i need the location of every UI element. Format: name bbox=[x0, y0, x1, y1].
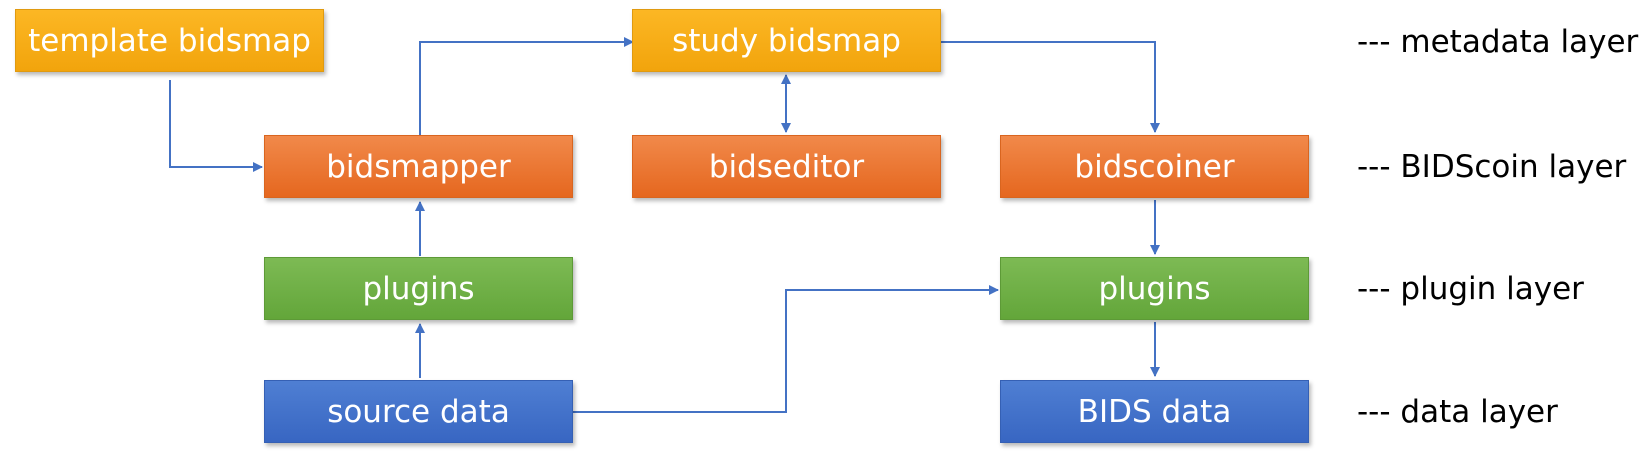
metadata-layer-label: --- metadata layer bbox=[1357, 24, 1639, 60]
source-data-box: source data bbox=[264, 380, 573, 443]
bidseditor-label: bidseditor bbox=[708, 148, 865, 185]
data-layer-label: --- data layer bbox=[1357, 394, 1558, 430]
bidscoin-layer-label: --- BIDScoin layer bbox=[1357, 149, 1627, 185]
bids-data-box: BIDS data bbox=[1000, 380, 1309, 443]
arrow-template-to-bidsmapper bbox=[169, 80, 263, 172]
bidscoiner-label: bidscoiner bbox=[1074, 148, 1235, 185]
study-bidsmap-box: study bidsmap bbox=[632, 9, 941, 72]
arrow-bidsmapper-to-study-bidsmap bbox=[419, 37, 634, 135]
study-bidsmap-label: study bidsmap bbox=[672, 22, 901, 59]
plugins-right-box: plugins bbox=[1000, 257, 1309, 320]
source-data-label: source data bbox=[327, 393, 510, 430]
bidscoiner-box: bidscoiner bbox=[1000, 135, 1309, 198]
bidsmapper-label: bidsmapper bbox=[326, 148, 511, 185]
plugins-left-label: plugins bbox=[362, 270, 475, 307]
bidsmapper-box: bidsmapper bbox=[264, 135, 573, 198]
arrow-study-bidsmap-to-bidscoiner bbox=[941, 41, 1160, 133]
bids-data-label: BIDS data bbox=[1077, 393, 1232, 430]
plugin-layer-label: --- plugin layer bbox=[1357, 271, 1584, 307]
template-bidsmap-label: template bidsmap bbox=[28, 22, 311, 59]
arrow-source-data-to-right-plugins bbox=[573, 285, 999, 413]
plugins-right-label: plugins bbox=[1098, 270, 1211, 307]
plugins-left-box: plugins bbox=[264, 257, 573, 320]
bidseditor-box: bidseditor bbox=[632, 135, 941, 198]
template-bidsmap-box: template bidsmap bbox=[15, 9, 324, 72]
